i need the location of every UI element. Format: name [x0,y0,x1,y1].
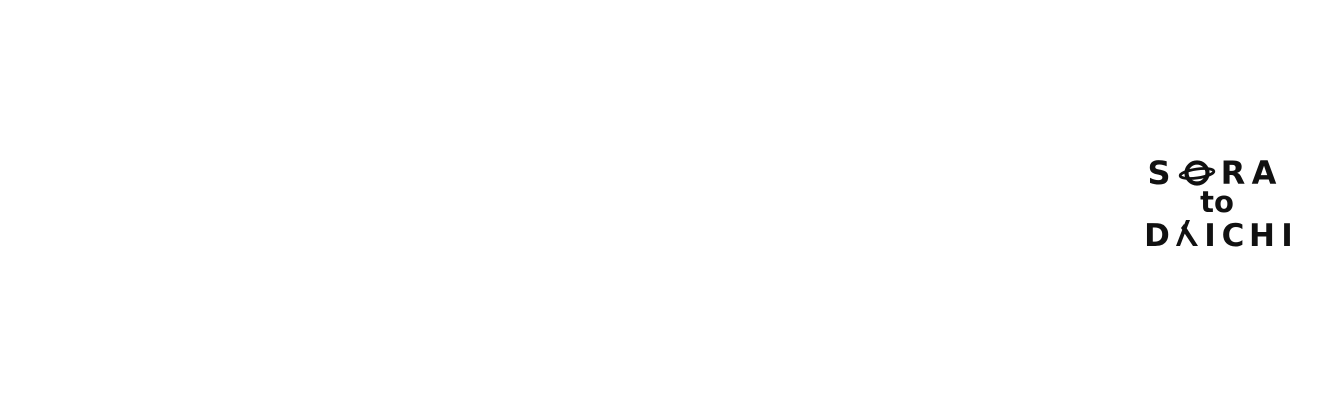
logo-letter-c: C [1222,218,1245,250]
logo-letter-d: D [1144,218,1170,250]
planet-icon [1178,160,1216,186]
logo-letter-r: R [1221,154,1246,192]
logo-line-2: to [1200,185,1234,219]
brand-logo: S R A to D I C H I [1140,150,1295,250]
sora-to-daichi-logo: S R A to D I C H I [1144,154,1293,250]
logo-letter-a-stylized [1176,220,1198,246]
logo-letter-a: A [1252,154,1277,192]
logo-letter-h: H [1249,218,1275,250]
logo-letter-i: I [1204,218,1216,250]
logo-letter-i-2: I [1281,218,1293,250]
logo-letter-s: S [1147,154,1170,192]
